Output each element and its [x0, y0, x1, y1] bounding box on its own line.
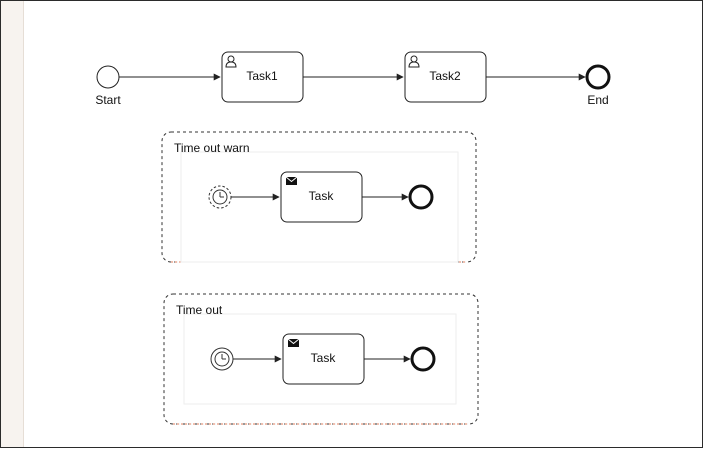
palette-strip: [1, 1, 24, 447]
start-event[interactable]: [96, 65, 120, 89]
event-subprocess-timeout[interactable]: Time out Task: [163, 293, 479, 425]
task2-label: Task2: [429, 69, 461, 83]
send-task-warn[interactable]: Task: [280, 171, 363, 223]
subprocess-warn-title: Time out warn: [174, 141, 250, 155]
timeout-end-event[interactable]: [410, 346, 436, 372]
main-flow: Start Task1 Task2: [95, 51, 611, 107]
envelope-icon: [285, 176, 298, 185]
user-task-task1[interactable]: Task1: [221, 51, 304, 103]
timeout-task-label: Task: [311, 351, 337, 365]
start-event-label: Start: [95, 93, 121, 107]
user-icon: [408, 55, 420, 68]
event-subprocess-timeout-warn[interactable]: Time out warn Task: [161, 131, 477, 263]
user-task-task2[interactable]: Task2: [404, 51, 487, 103]
diagram-canvas-frame: Start Task1 Task2: [0, 0, 703, 448]
bpmn-diagram: Start Task1 Task2: [95, 51, 611, 425]
warn-end-event[interactable]: [408, 184, 434, 210]
timer-start-event-timeout[interactable]: [210, 347, 234, 371]
send-task-timeout[interactable]: Task: [282, 333, 365, 385]
task1-label: Task1: [246, 69, 278, 83]
subprocess-timeout-inner-area: [183, 313, 457, 405]
user-icon: [225, 55, 237, 68]
envelope-icon: [287, 338, 300, 347]
end-event[interactable]: [585, 64, 611, 90]
subprocess-warn-inner-area: [180, 151, 459, 263]
subprocess-timeout-title: Time out: [176, 303, 223, 317]
end-event-label: End: [587, 93, 608, 107]
warn-task-label: Task: [309, 189, 335, 203]
timer-start-event-warn[interactable]: [208, 185, 232, 209]
